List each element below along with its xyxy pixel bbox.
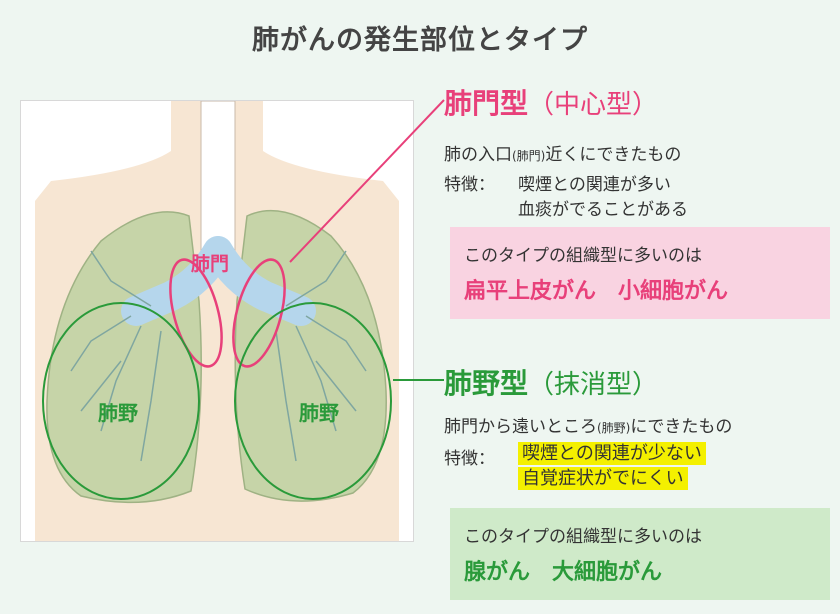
central-type-heading: 肺門型（中心型） xyxy=(444,82,658,122)
peripheral-features: 喫煙との関連が少ない 自覚症状がでにくい xyxy=(518,441,706,491)
central-type-subname: （中心型） xyxy=(528,90,659,120)
hilum-label: 肺門 xyxy=(191,253,230,275)
central-histology-lead: このタイプの組織型に多いのは xyxy=(464,246,702,266)
peripheral-histology-box: このタイプの組織型に多いのは 腺がん 大細胞がん xyxy=(450,508,830,600)
peripheral-type-subname: （抹消型） xyxy=(528,370,659,400)
central-location-note: (肺門) xyxy=(512,149,546,163)
peripheral-location-tail: にできたもの xyxy=(630,417,733,437)
central-histology-box: このタイプの組織型に多いのは 扁平上皮がん 小細胞がん xyxy=(450,227,830,319)
trachea-shape xyxy=(200,101,236,252)
peripheral-feature-2: 自覚症状がでにくい xyxy=(518,467,688,490)
peripheral-location-note: (肺野) xyxy=(597,421,631,435)
lung-diagram: 肺門 肺野 肺野 xyxy=(20,100,414,542)
periphery-label-right: 肺野 xyxy=(299,401,339,425)
central-feature-2: 血痰がでることがある xyxy=(518,200,688,220)
peripheral-location-text: 肺門から遠いところ(肺野)にできたもの xyxy=(444,412,732,437)
peripheral-type-heading: 肺野型（抹消型） xyxy=(444,362,658,402)
central-type-name: 肺門型 xyxy=(444,87,529,120)
page-title: 肺がんの発生部位とタイプ xyxy=(252,25,588,56)
periphery-circle-right xyxy=(234,302,392,500)
peripheral-histology-types: 腺がん 大細胞がん xyxy=(464,560,663,585)
central-location-main: 肺の入口 xyxy=(444,145,512,165)
hilum-circle-right xyxy=(232,258,286,368)
bronchiole-lines xyxy=(70,250,367,462)
peripheral-histology-lead: このタイプの組織型に多いのは xyxy=(464,527,702,547)
peripheral-type-name: 肺野型 xyxy=(444,367,529,400)
peripheral-feature-label: 特徴： xyxy=(444,449,495,469)
lung-illustration xyxy=(35,101,399,541)
hilum-circle-left xyxy=(169,258,223,368)
periphery-circle-left xyxy=(42,302,200,500)
central-feature-label: 特徴： xyxy=(444,175,495,195)
central-location-text: 肺の入口(肺門)近くにできたもの xyxy=(444,140,681,165)
periphery-label-left: 肺野 xyxy=(98,401,138,425)
central-location-tail: 近くにできたもの xyxy=(545,145,682,165)
central-histology-types: 扁平上皮がん 小細胞がん xyxy=(464,279,729,304)
peripheral-location-main: 肺門から遠いところ xyxy=(444,417,597,437)
central-feature-1: 喫煙との関連が多い xyxy=(518,175,671,195)
peripheral-feature-1: 喫煙との関連が少ない xyxy=(518,442,706,465)
